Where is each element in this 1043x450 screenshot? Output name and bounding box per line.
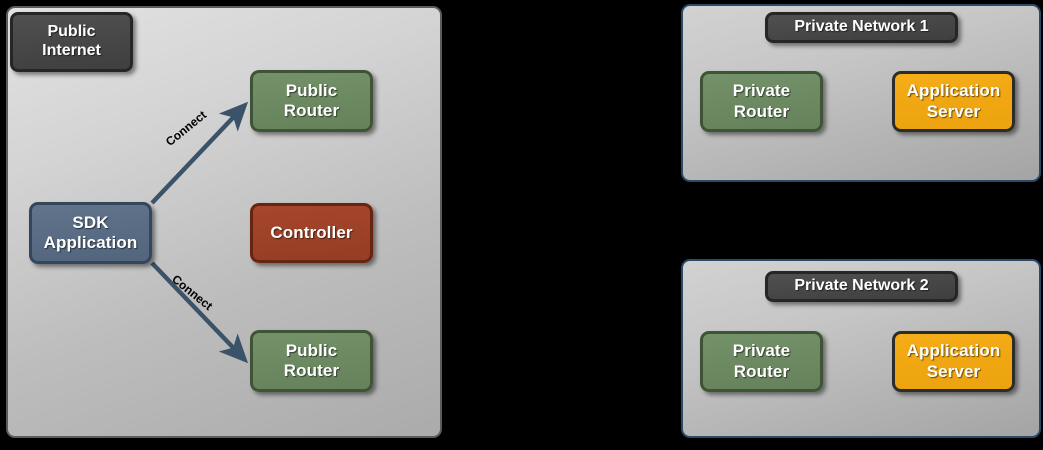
node-sdk-application-label: SDK Application — [43, 212, 138, 252]
node-controller[interactable]: Controller — [250, 203, 373, 263]
node-controller-label: Controller — [270, 222, 353, 242]
node-private-router-2[interactable]: Private Router — [700, 331, 823, 392]
public-internet-title-chip: Public Internet — [10, 12, 133, 72]
node-application-server-1-label: Application Server — [906, 81, 1001, 121]
node-private-router-1-label: Private Router — [732, 81, 791, 121]
node-public-router-1[interactable]: Public Router — [250, 70, 373, 132]
node-sdk-application[interactable]: SDK Application — [29, 202, 152, 264]
node-public-router-2-label: Public Router — [283, 340, 340, 380]
node-application-server-2[interactable]: Application Server — [892, 331, 1015, 392]
node-application-server-1[interactable]: Application Server — [892, 71, 1015, 132]
node-private-router-2-label: Private Router — [732, 341, 791, 381]
private-network-2-title-chip: Private Network 2 — [765, 271, 958, 302]
node-private-router-1[interactable]: Private Router — [700, 71, 823, 132]
private-network-1-title-chip: Private Network 1 — [765, 12, 958, 43]
node-application-server-2-label: Application Server — [906, 341, 1001, 381]
node-public-router-2[interactable]: Public Router — [250, 330, 373, 392]
node-public-router-1-label: Public Router — [283, 80, 340, 120]
